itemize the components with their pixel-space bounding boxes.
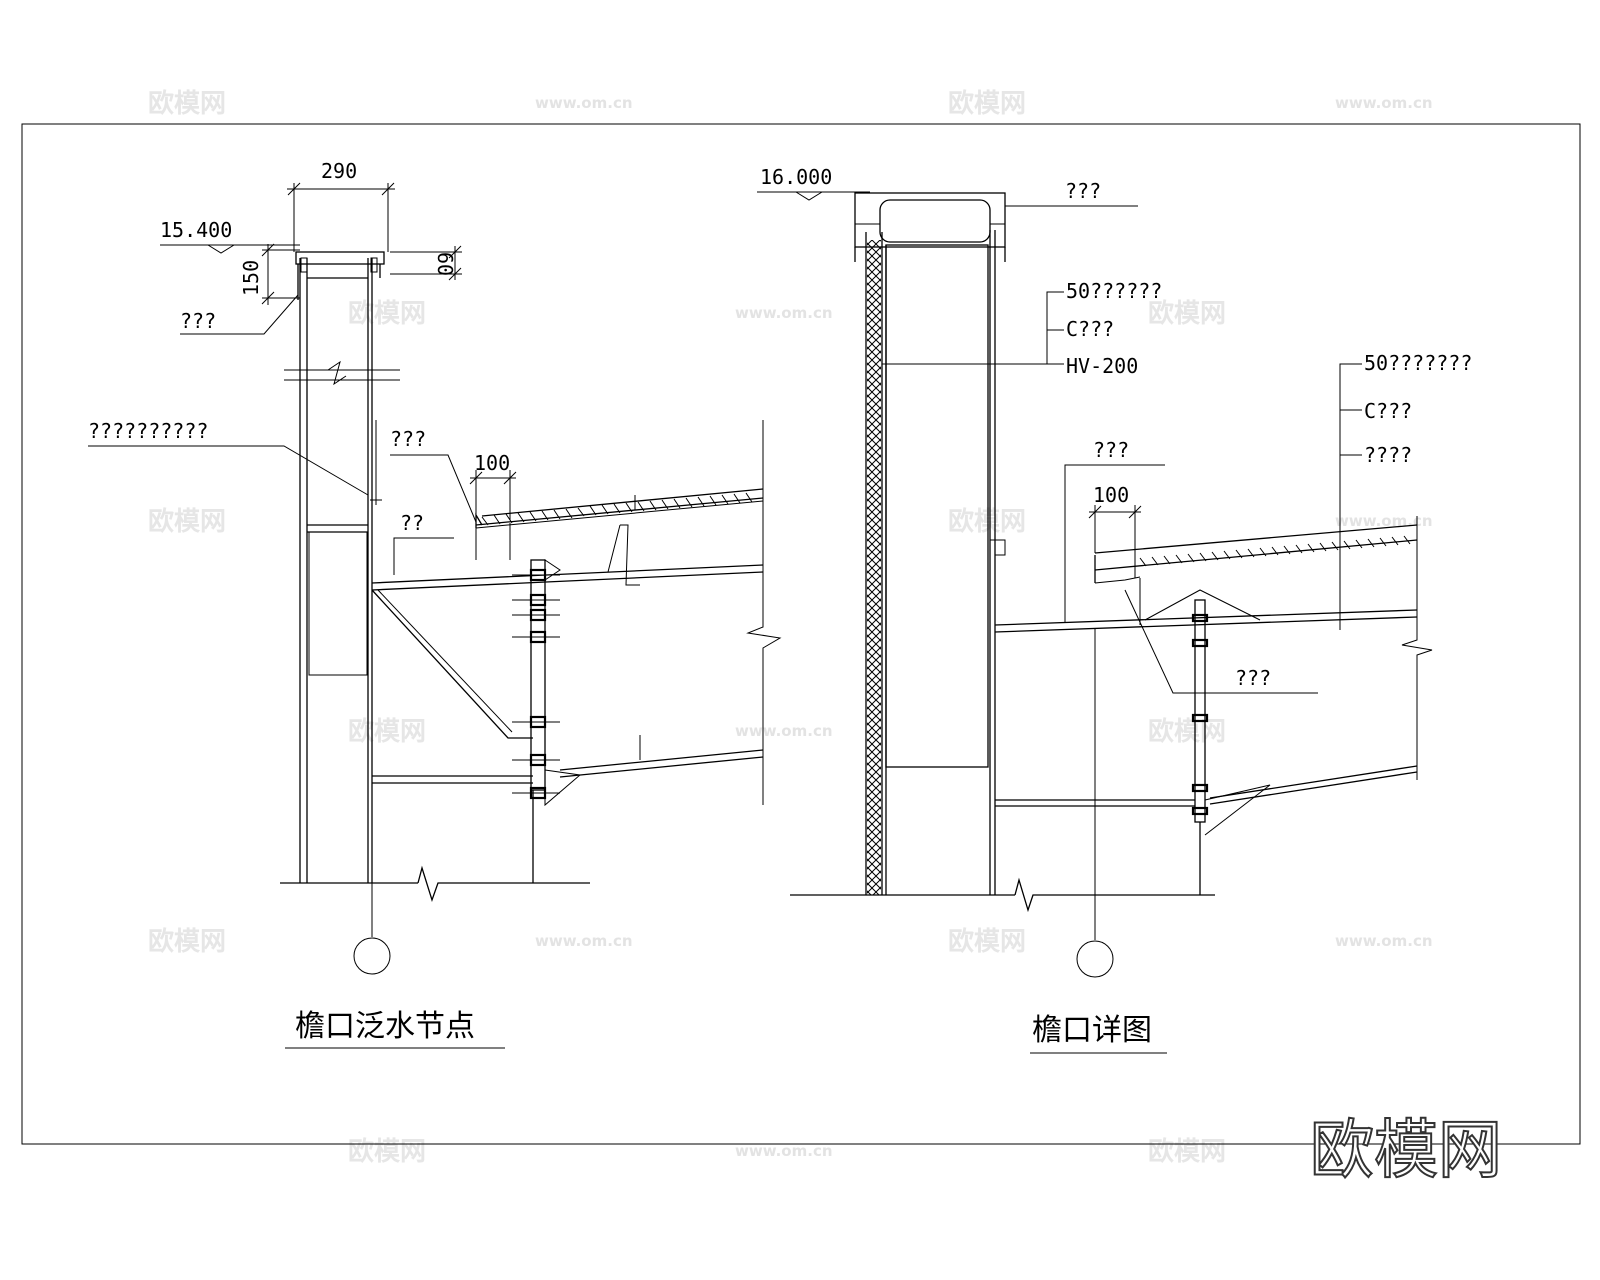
wall-label-1: 50?????? xyxy=(1066,279,1162,303)
axis-circle xyxy=(1076,940,1114,978)
watermark-url: www.om.cn xyxy=(735,1142,833,1160)
dim-150: 150 xyxy=(239,260,263,296)
bolt-row xyxy=(512,568,560,800)
watermark-url: www.om.cn xyxy=(1335,932,1433,950)
insulation-hatch-right xyxy=(1139,535,1411,567)
watermark-layer: 欧模网 www.om.cn 欧模网 www.om.cn 欧模网 www.om.c… xyxy=(148,88,1433,1167)
end-plate-right xyxy=(1194,599,1206,823)
watermark-big: 欧模网 xyxy=(1310,1114,1502,1188)
right-detail: 16.000 ??? 50?????? C??? HV-200 xyxy=(757,165,1472,978)
roof-label-2: C??? xyxy=(1364,399,1412,423)
watermark-brand: 欧模网 xyxy=(1148,298,1226,329)
gutter-cap xyxy=(854,192,1006,248)
label-beam-right: ??? xyxy=(1235,666,1271,690)
elevation-left: 15.400 xyxy=(160,218,232,242)
dim-100-left: 100 xyxy=(474,451,510,475)
end-plate xyxy=(530,559,546,791)
label-gutter: ??? xyxy=(390,427,426,451)
watermark-brand: 欧模网 xyxy=(348,1136,426,1167)
label-top: ??? xyxy=(1065,179,1101,203)
watermark-url: www.om.cn xyxy=(735,722,833,740)
watermark-brand: 欧模网 xyxy=(948,88,1026,119)
wall-label-2: C??? xyxy=(1066,317,1114,341)
watermark-brand: 欧模网 xyxy=(148,926,226,957)
bolt-row-right xyxy=(1191,613,1209,816)
wall-label-3: HV-200 xyxy=(1066,354,1138,378)
insulation-hatch xyxy=(481,492,753,526)
watermark-url: www.om.cn xyxy=(535,94,633,112)
dim-60: 60 xyxy=(433,252,457,276)
parapet-cap xyxy=(295,251,385,265)
watermark-brand: 欧模网 xyxy=(348,716,426,747)
title-right: 檐口详图 xyxy=(1032,1013,1152,1048)
hv-column xyxy=(885,244,989,768)
title-left: 檐口泛水节点 xyxy=(295,1009,475,1044)
elevation-right: 16.000 xyxy=(760,165,832,189)
watermark-brand: 欧模网 xyxy=(348,298,426,329)
watermark-brand: 欧模网 xyxy=(148,506,226,537)
roof-label-1: 50??????? xyxy=(1364,351,1472,375)
watermark-brand: 欧模网 xyxy=(948,506,1026,537)
watermark-url: www.om.cn xyxy=(735,304,833,322)
label-gutter-right: ??? xyxy=(1093,438,1129,462)
roof-label-3: ???? xyxy=(1364,443,1412,467)
watermark-brand: 欧模网 xyxy=(148,88,226,119)
label-beam: ?? xyxy=(400,511,424,535)
watermark-url: www.om.cn xyxy=(1335,94,1433,112)
label-flashing: ??? xyxy=(180,309,216,333)
dim-100-right: 100 xyxy=(1093,483,1129,507)
axis-circle xyxy=(353,937,391,975)
left-detail: 290 15.400 150 60 ??? ?????????? ??? ?? … xyxy=(88,159,782,975)
dim-290: 290 xyxy=(321,159,357,183)
watermark-brand: 欧模网 xyxy=(948,926,1026,957)
watermark-url: www.om.cn xyxy=(535,932,633,950)
watermark-brand: 欧模网 xyxy=(1148,716,1226,747)
drawing-frame xyxy=(21,123,1581,1145)
label-long: ?????????? xyxy=(88,419,208,443)
watermark-brand: 欧模网 xyxy=(1148,1136,1226,1167)
